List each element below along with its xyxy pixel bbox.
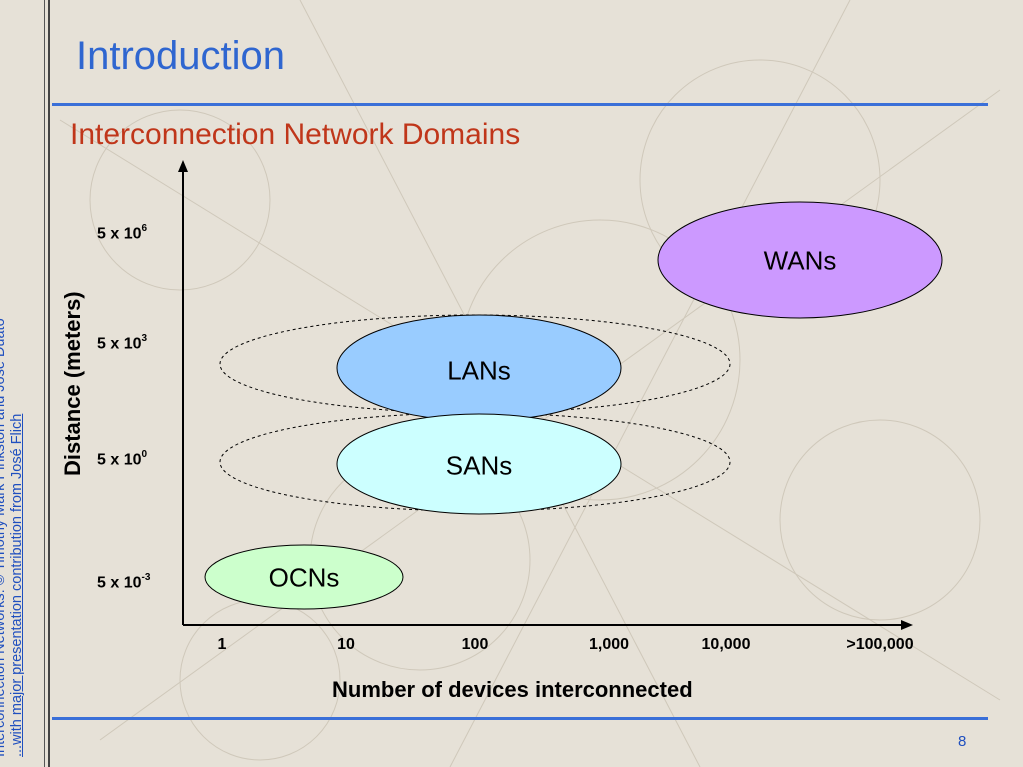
lans-label: LANs [447, 355, 511, 386]
x-tick-label: >100,000 [846, 636, 914, 653]
y-tick-base: 5 x 10 [97, 225, 142, 243]
wans-label: WANs [763, 245, 837, 276]
sans-region [336, 413, 622, 515]
y-tick-base: 5 x 10 [97, 574, 142, 592]
y-tick-label: 5 x 103 [97, 333, 148, 353]
slide-title: Introduction [76, 34, 286, 78]
y-tick-label: 5 x 106 [97, 223, 148, 243]
x-tick-label: 10,000 [701, 636, 751, 653]
x-tick-label: 1,000 [588, 636, 630, 653]
x-axis-arrow [901, 620, 913, 630]
wans-region [657, 201, 943, 319]
x-tick-label: 100 [461, 636, 489, 653]
page-number: 8 [958, 733, 967, 750]
y-tick-label: 5 x 100 [97, 449, 148, 469]
x-axis-title: Number of devices interconnected [332, 677, 693, 702]
y-tick-exponent: 3 [141, 333, 148, 344]
side-border-line-thick [48, 0, 50, 767]
x-tick-label: 10 [337, 636, 355, 653]
ocns-label: OCNs [268, 562, 340, 593]
y-tick-base: 5 x 10 [97, 335, 142, 353]
x-tick-label: 1 [217, 636, 227, 653]
y-tick-base: 5 x 10 [97, 451, 142, 469]
side-border-lines [44, 0, 52, 767]
y-axis-title: Distance (meters) [60, 291, 85, 476]
ocns-region [204, 544, 404, 610]
y-axis-arrow [178, 160, 188, 172]
y-tick-exponent: 6 [141, 223, 148, 234]
y-tick-exponent: -3 [141, 572, 151, 583]
y-tick-label: 5 x 10-3 [97, 572, 151, 592]
y-tick-exponent: 0 [141, 449, 148, 460]
slide-subtitle: Interconnection Network Domains [70, 118, 521, 151]
footer-divider [52, 717, 988, 720]
side-border-line-thin [44, 0, 45, 767]
sans-label: SANs [445, 450, 513, 481]
title-divider [52, 103, 988, 106]
